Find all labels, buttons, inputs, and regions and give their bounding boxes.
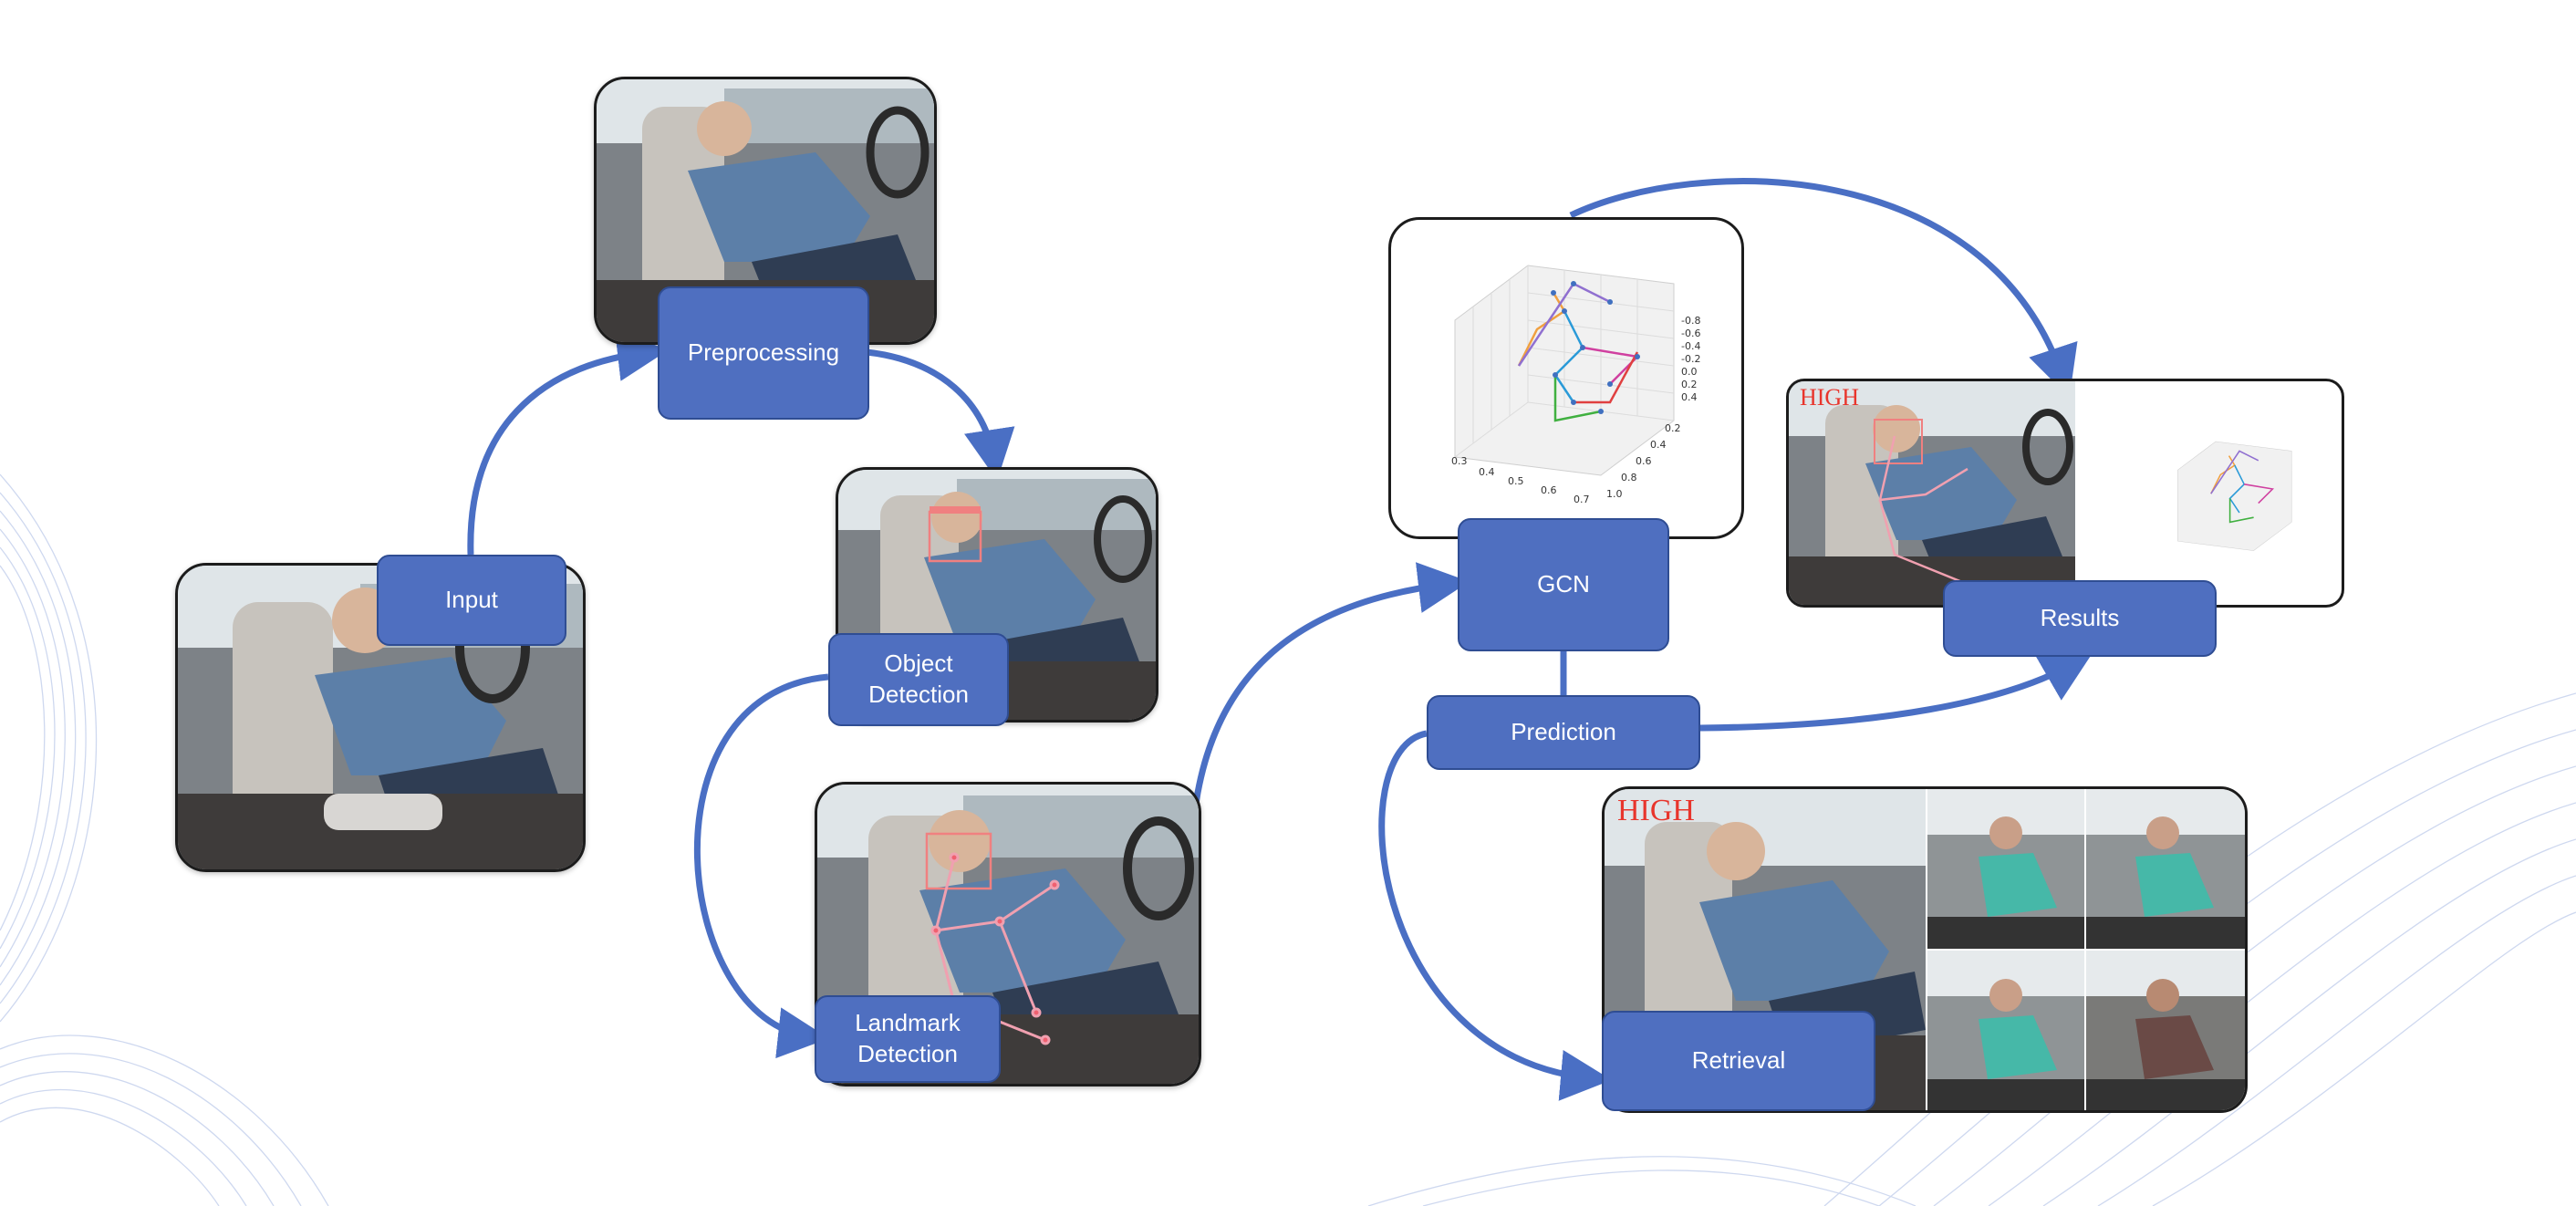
3d-skeleton-plot-icon: -0.8 -0.6 -0.4 -0.2 0.0 0.2 0.4 0.3 0.4 …	[1451, 265, 1700, 505]
node-input: Input	[377, 555, 566, 646]
svg-text:0.5: 0.5	[1508, 475, 1524, 487]
x-axis-ticks: 0.3 0.4 0.5 0.6 0.7	[1451, 455, 1590, 505]
bounding-box-icon	[925, 832, 992, 890]
svg-text:0.2: 0.2	[1665, 422, 1681, 434]
svg-text:0.7: 0.7	[1574, 494, 1590, 505]
node-results: Results	[1943, 580, 2217, 657]
y-axis-ticks: 0.2 0.4 0.6 0.8 1.0	[1606, 422, 1681, 500]
svg-text:0.8: 0.8	[1621, 472, 1637, 483]
svg-text:-0.6: -0.6	[1681, 327, 1700, 339]
svg-text:0.4: 0.4	[1650, 439, 1667, 451]
node-prediction: Prediction	[1427, 695, 1700, 770]
svg-text:0.6: 0.6	[1636, 455, 1652, 467]
svg-text:-0.4: -0.4	[1681, 340, 1700, 352]
retrieved-photo-1	[1927, 789, 2084, 949]
svg-text:-0.2: -0.2	[1681, 353, 1700, 365]
svg-text:0.0: 0.0	[1681, 366, 1698, 378]
3d-skeleton-plot-icon	[2177, 441, 2292, 551]
retrieved-photo-2	[2086, 789, 2245, 949]
svg-text:0.4: 0.4	[1681, 391, 1698, 403]
svg-text:-0.8: -0.8	[1681, 315, 1700, 327]
svg-text:0.4: 0.4	[1479, 466, 1495, 478]
gcn-3d-plot: -0.8 -0.6 -0.4 -0.2 0.0 0.2 0.4 0.3 0.4 …	[1388, 217, 1744, 539]
results-stamp: HIGH	[1800, 384, 1859, 411]
arrow-input-to-preprocessing	[467, 330, 669, 556]
arrow-landmark-to-gcn	[1191, 562, 1470, 811]
retrieved-photo-3	[1927, 951, 2084, 1110]
svg-text:0.6: 0.6	[1541, 484, 1557, 496]
svg-text:1.0: 1.0	[1606, 488, 1623, 500]
results-visual: HIGH	[1789, 381, 2292, 605]
svg-text:0.3: 0.3	[1451, 455, 1468, 467]
retrieval-stamp: HIGH	[1617, 794, 1695, 827]
arrow-object-detection-to-landmark-detection	[693, 673, 829, 1058]
arrow-preprocessing-to-object-detection	[866, 348, 1015, 481]
arrow-gcn-plot-to-results	[1569, 178, 2078, 398]
svg-text:0.2: 0.2	[1681, 379, 1698, 390]
driver-photo-icon	[1789, 381, 2075, 605]
node-preprocessing: Preprocessing	[658, 286, 869, 420]
arrow-prediction-to-retrieval	[1378, 730, 1612, 1101]
node-object-detection: Object Detection	[828, 633, 1009, 726]
z-axis-ticks: -0.8 -0.6 -0.4 -0.2 0.0 0.2 0.4	[1681, 315, 1700, 403]
results-card: HIGH	[1786, 379, 2344, 608]
node-landmark-detection: Landmark Detection	[815, 995, 1001, 1083]
retrieved-photo-4	[2086, 951, 2245, 1110]
node-gcn: GCN	[1458, 518, 1669, 651]
arrow-prediction-to-results	[1699, 652, 2093, 732]
node-retrieval: Retrieval	[1602, 1011, 1875, 1111]
